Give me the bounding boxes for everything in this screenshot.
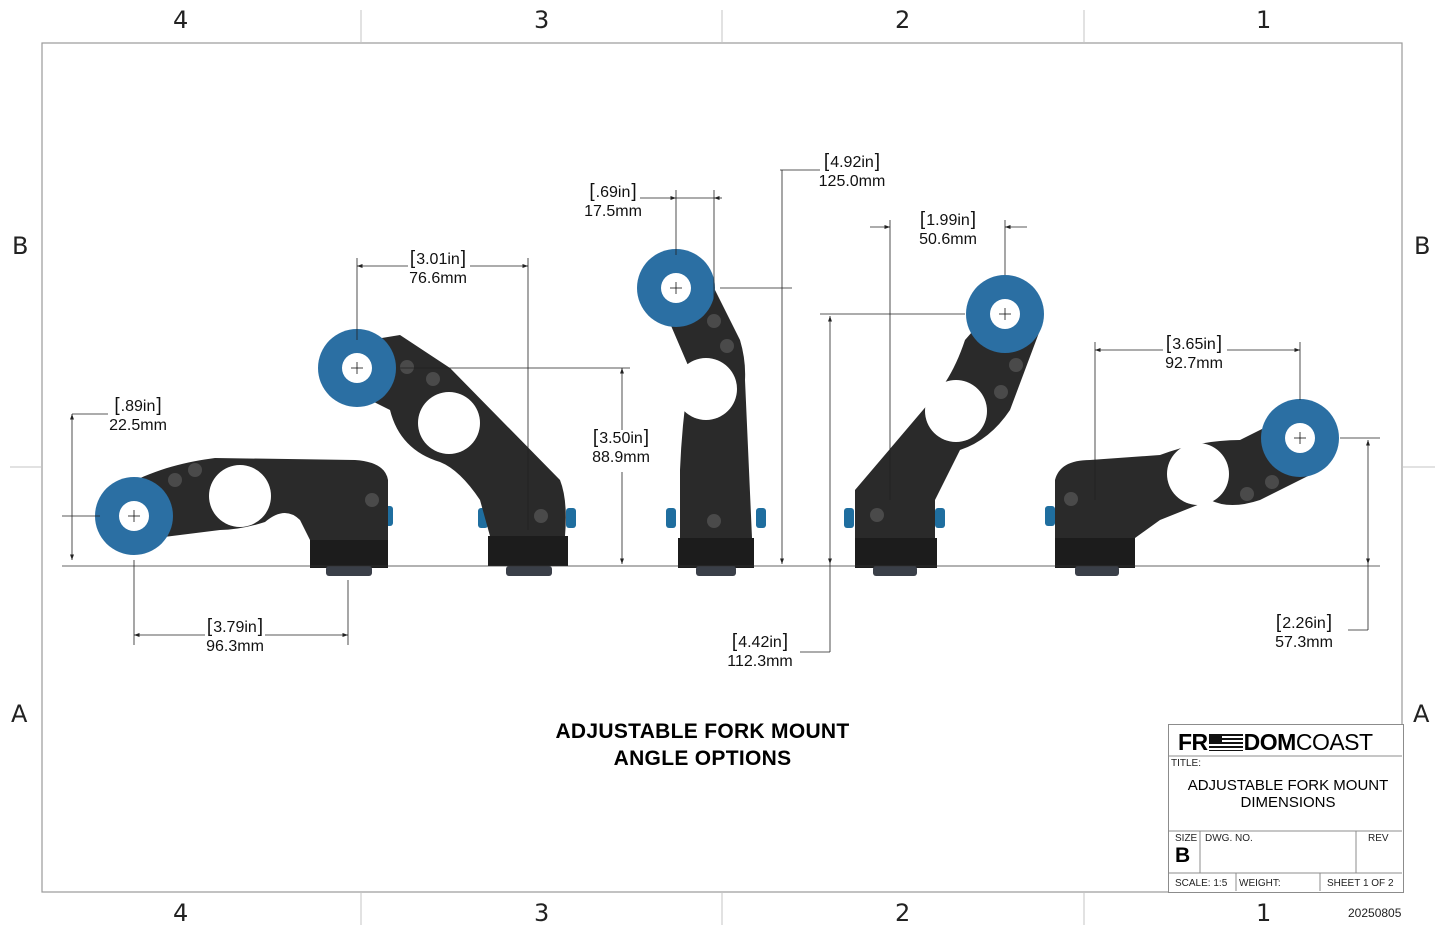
- mount-view-1: [95, 458, 393, 576]
- mount-view-3: [637, 249, 766, 576]
- flag-icon: [1208, 733, 1243, 751]
- dim-mm-d10: 57.3mm: [1275, 634, 1333, 651]
- dim-inch-d1: .89in: [103, 396, 173, 416]
- title-block: [1168, 724, 1404, 893]
- dim-mm-d1: 22.5mm: [109, 417, 167, 434]
- logo-text-coast: COAST: [1295, 728, 1373, 755]
- mount-view-5: [1045, 399, 1339, 576]
- zone-row-a-left: A: [11, 700, 28, 728]
- title-block-grid: [1168, 755, 1402, 891]
- dim-line-d2: [133, 560, 349, 645]
- note-line-2: ANGLE OPTIONS: [613, 747, 792, 770]
- zone-col-1-bottom: 1: [1256, 899, 1272, 927]
- drawing-note: ADJUSTABLE FORK MOUNT ANGLE OPTIONS: [500, 718, 905, 772]
- title-value: ADJUSTABLE FORK MOUNT DIMENSIONS: [1168, 777, 1408, 811]
- logo-text-dom: DOM: [1243, 728, 1297, 755]
- dim-mm-d4: 88.9mm: [592, 449, 650, 466]
- bearing-center-marks: [128, 282, 1306, 522]
- dim-label-d7: 1.99in 50.6mm: [910, 210, 986, 249]
- dim-inch-d3: 3.01in: [400, 249, 476, 269]
- dim-label-d9: 3.65in 92.7mm: [1156, 334, 1232, 373]
- dim-mm-d6: 125.0mm: [818, 173, 886, 190]
- zone-col-2-bottom: 2: [895, 899, 911, 927]
- dim-label-d8: 4.42in 112.3mm: [718, 632, 802, 671]
- dim-inch-d2: 3.79in: [197, 617, 273, 637]
- dim-line-d8: [800, 313, 965, 653]
- rev-label: REV: [1368, 833, 1389, 844]
- dim-line-d1: [62, 413, 108, 560]
- mount-view-4: [844, 275, 1044, 576]
- dim-label-d6: 4.92in 125.0mm: [810, 152, 894, 191]
- weight-text: WEIGHT:: [1239, 878, 1281, 889]
- dim-inch-d6: 4.92in: [810, 152, 894, 172]
- sheet-text: SHEET 1 OF 2: [1327, 878, 1394, 889]
- dim-line-d10: [1340, 437, 1380, 631]
- dim-label-d10: 2.26in 57.3mm: [1266, 613, 1342, 652]
- dim-inch-d7: 1.99in: [910, 210, 986, 230]
- dim-mm-d5: 17.5mm: [584, 203, 642, 220]
- dwg-no-label: DWG. NO.: [1205, 833, 1253, 844]
- title-line-2: DIMENSIONS: [1240, 794, 1336, 811]
- zone-col-2-top: 2: [895, 6, 911, 34]
- dim-inch-d8: 4.42in: [718, 632, 802, 652]
- zone-col-3-top: 3: [534, 6, 550, 34]
- zone-row-b-right: B: [1414, 232, 1431, 260]
- dim-line-d4: [400, 367, 630, 564]
- zone-row-b-left: B: [12, 232, 29, 260]
- size-label: SIZE: [1175, 833, 1198, 844]
- dim-inch-d9: 3.65in: [1156, 334, 1232, 354]
- dim-line-d9: [1094, 342, 1301, 500]
- zone-row-a-right: A: [1413, 700, 1430, 728]
- dim-mm-d9: 92.7mm: [1165, 355, 1223, 372]
- logo-text-fr: FR: [1178, 728, 1208, 755]
- size-value: B: [1175, 844, 1191, 867]
- note-line-1: ADJUSTABLE FORK MOUNT: [555, 720, 850, 743]
- dim-mm-d8: 112.3mm: [727, 653, 793, 670]
- zone-col-3-bottom: 3: [534, 899, 550, 927]
- dim-mm-d3: 76.6mm: [409, 270, 467, 287]
- dim-label-d3: 3.01in 76.6mm: [400, 249, 476, 288]
- dim-line-d7: [870, 220, 1027, 500]
- title-label: TITLE:: [1171, 758, 1202, 769]
- dim-mm-d7: 50.6mm: [919, 231, 977, 248]
- title-line-1: ADJUSTABLE FORK MOUNT: [1187, 777, 1389, 794]
- dim-inch-d10: 2.26in: [1266, 613, 1342, 633]
- zone-col-1-top: 1: [1256, 6, 1272, 34]
- dim-mm-d2: 96.3mm: [206, 638, 264, 655]
- freedom-coast-logo: FR DOM COAST: [1178, 729, 1373, 755]
- zone-col-4-top: 4: [173, 6, 189, 34]
- dim-label-d5: .69in 17.5mm: [578, 182, 648, 221]
- dim-label-d2: 3.79in 96.3mm: [197, 617, 273, 656]
- scale-text: SCALE: 1:5: [1175, 878, 1228, 889]
- drawing-number: 20250805: [1348, 906, 1402, 920]
- dim-label-d1: .89in 22.5mm: [103, 396, 173, 435]
- dim-inch-d4: 3.50in: [583, 428, 659, 448]
- zone-col-4-bottom: 4: [173, 899, 189, 927]
- dim-inch-d5: .69in: [578, 182, 648, 202]
- dim-label-d4: 3.50in 88.9mm: [583, 428, 659, 467]
